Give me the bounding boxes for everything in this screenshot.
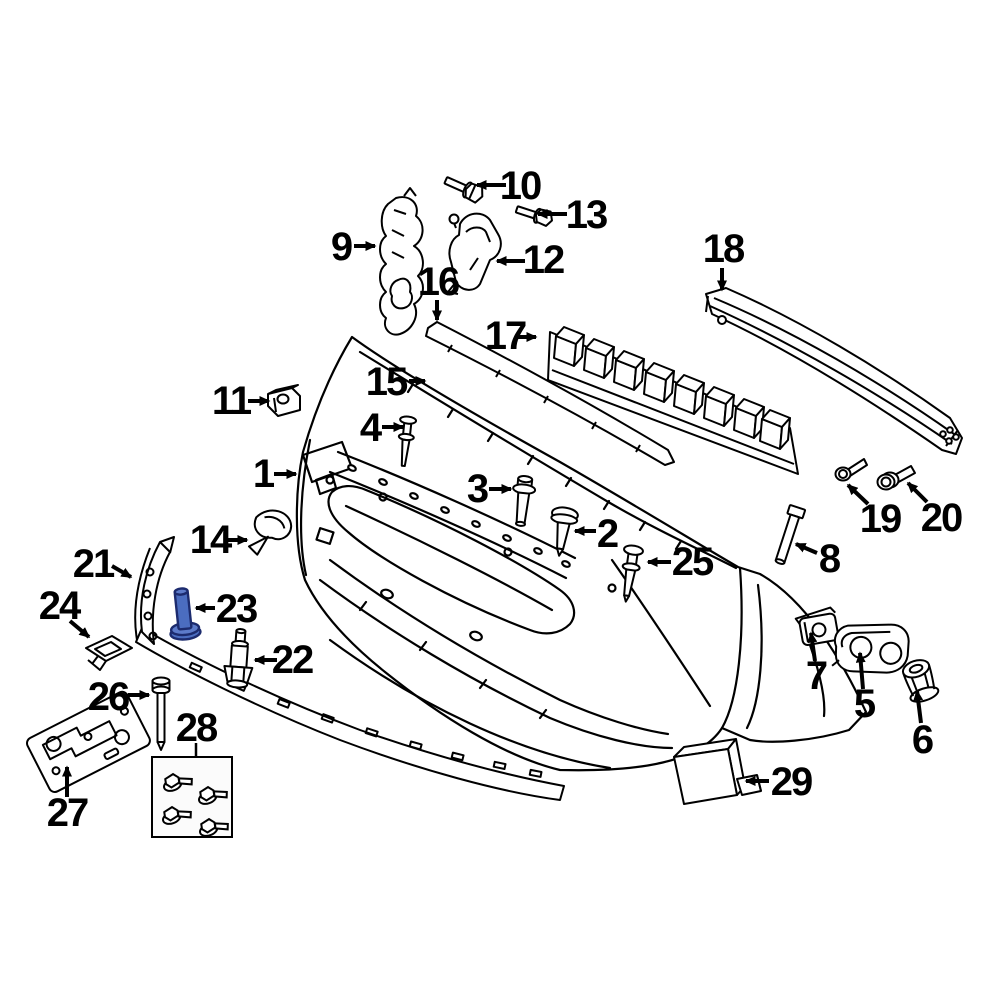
callout-label-26: 26 bbox=[87, 675, 130, 719]
callout-arrow-24 bbox=[68, 619, 91, 639]
part-22-shoulder-stud bbox=[223, 628, 254, 689]
front-splitter-strip bbox=[135, 627, 565, 801]
callout-label-25: 25 bbox=[671, 540, 714, 584]
callout-label-6: 6 bbox=[911, 718, 934, 762]
callout-label-13: 13 bbox=[565, 193, 608, 237]
part-8-long-bolt bbox=[774, 504, 807, 565]
part-19-washer-screw bbox=[834, 458, 868, 482]
part-20-washer-screw bbox=[876, 465, 916, 491]
callout-label-16: 16 bbox=[417, 260, 460, 304]
callout-label-3: 3 bbox=[466, 467, 489, 511]
callout-arrow-7 bbox=[807, 631, 818, 662]
callout-label-7: 7 bbox=[805, 654, 828, 698]
part-4-push-pin bbox=[397, 415, 418, 468]
callout-label-27: 27 bbox=[46, 791, 89, 835]
callout-label-23: 23 bbox=[215, 587, 258, 631]
part-23-flange-bolt-highlighted bbox=[169, 587, 202, 641]
part-28-hardware-kit-box bbox=[151, 756, 233, 840]
callout-arrow-5 bbox=[855, 651, 866, 690]
callout-label-15: 15 bbox=[365, 360, 408, 404]
callout-arrow-6 bbox=[913, 689, 924, 724]
callout-arrows bbox=[62, 180, 929, 797]
part-16-upper-seal-strip bbox=[425, 321, 675, 466]
callout-arrow-20 bbox=[906, 481, 929, 504]
callout-label-9: 9 bbox=[330, 225, 353, 269]
part-6-grommet-clip bbox=[901, 659, 940, 703]
part-14-wing-clip bbox=[247, 509, 293, 556]
callout-label-28: 28 bbox=[175, 706, 218, 750]
part-29-distance-sensor bbox=[673, 738, 762, 805]
callout-label-18: 18 bbox=[702, 227, 745, 271]
callout-arrow-8 bbox=[794, 542, 818, 555]
callout-label-20: 20 bbox=[920, 496, 963, 540]
callout-label-2: 2 bbox=[596, 512, 619, 556]
part-10-hex-flange-bolt bbox=[443, 176, 484, 204]
callout-label-10: 10 bbox=[499, 164, 542, 208]
callout-arrow-21 bbox=[110, 564, 133, 579]
part-21-end-support-bracket bbox=[134, 536, 175, 645]
part-5-parking-sensor-bracket bbox=[831, 623, 910, 674]
callout-label-5: 5 bbox=[853, 682, 876, 726]
callout-label-29: 29 bbox=[770, 760, 813, 804]
callout-label-1: 1 bbox=[252, 452, 275, 496]
part-11-u-nut-clip bbox=[267, 384, 301, 417]
callout-label-4: 4 bbox=[359, 406, 382, 450]
part-26-rivet bbox=[151, 676, 171, 751]
callout-label-19: 19 bbox=[859, 497, 902, 541]
callout-label-14: 14 bbox=[189, 518, 232, 562]
callout-label-21: 21 bbox=[72, 542, 115, 586]
callout-arrow-19 bbox=[846, 483, 870, 506]
callout-label-17: 17 bbox=[484, 314, 527, 358]
part-18-impact-bar bbox=[705, 287, 963, 455]
callout-label-11: 11 bbox=[211, 379, 252, 423]
callout-label-24: 24 bbox=[38, 584, 81, 628]
callout-label-8: 8 bbox=[818, 537, 841, 581]
part-3-flange-bolt bbox=[512, 475, 537, 527]
callout-label-22: 22 bbox=[271, 638, 314, 682]
part-9-air-deflector-bracket bbox=[379, 187, 424, 336]
callout-label-12: 12 bbox=[522, 238, 565, 282]
part-24-retainer-clip bbox=[85, 635, 133, 671]
part-17-energy-absorber bbox=[547, 326, 799, 475]
part-27-license-plate-bracket bbox=[26, 690, 151, 793]
part-2-push-rivet bbox=[550, 506, 579, 557]
part-25-push-pin bbox=[621, 544, 644, 603]
part-12-side-bracket bbox=[447, 212, 502, 295]
